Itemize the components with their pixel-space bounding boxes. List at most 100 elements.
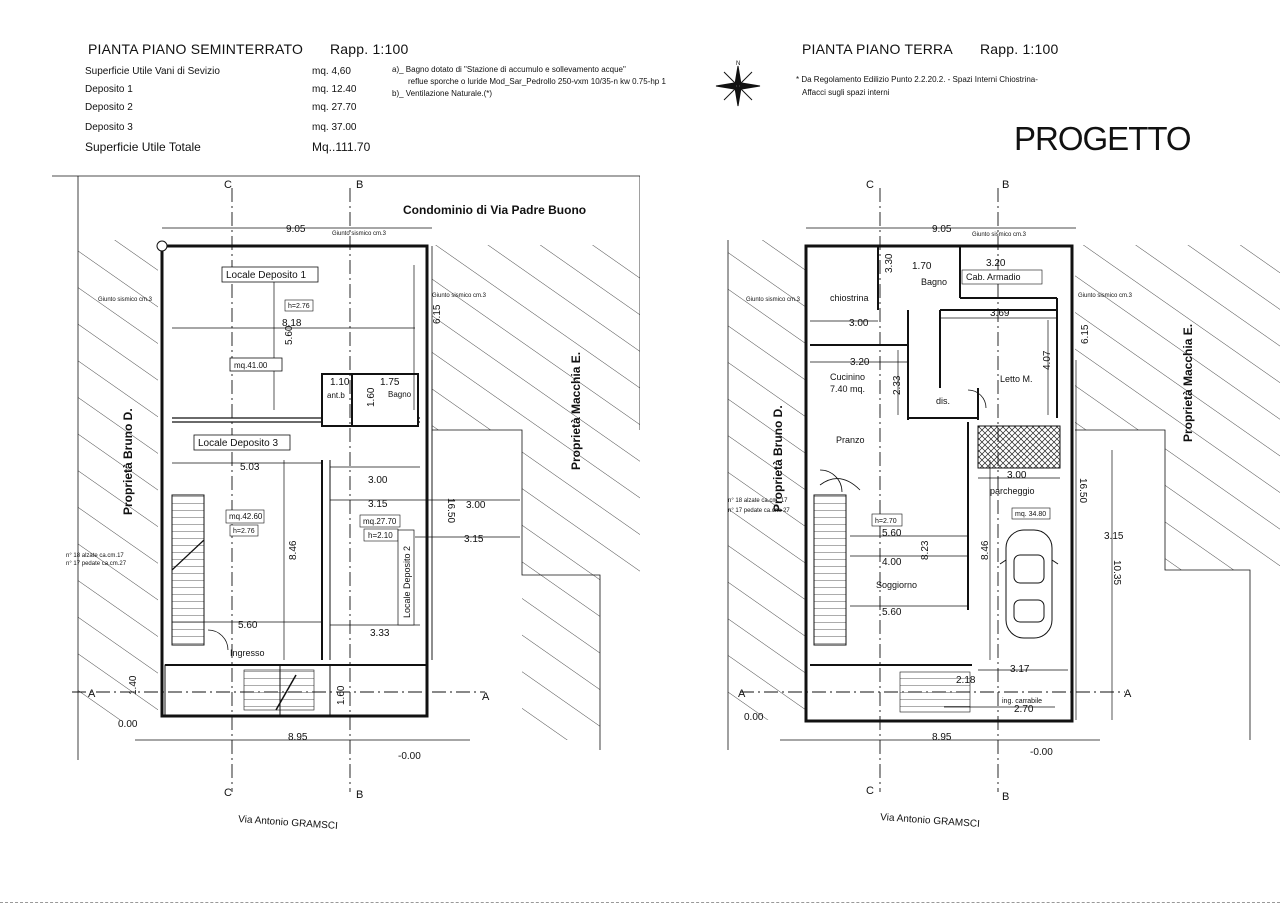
right-plan-scale: Rapp. 1:100 xyxy=(980,41,1059,57)
dim-minus-000-right: -0.00 xyxy=(1030,747,1053,758)
area-dep2: mq.27.70 xyxy=(363,517,397,526)
room-bagno-right: Bagno xyxy=(921,277,947,287)
dim-560-v: 5.60 xyxy=(284,325,295,345)
right-plan-title: PIANTA PIANO TERRA xyxy=(802,41,953,57)
sec-a-right-1: A xyxy=(738,688,746,700)
dim-170: 1.70 xyxy=(912,261,932,272)
room-chiostrina: chiostrina xyxy=(830,293,869,303)
sec-b-bottom-right: B xyxy=(1002,791,1009,803)
sec-c-bottom-right: C xyxy=(866,785,874,797)
progetto-label: PROGETTO xyxy=(1014,120,1192,157)
room-dis: dis. xyxy=(936,396,950,406)
dim-895-right: 8.95 xyxy=(932,732,952,743)
area-dep3: mq.42.60 xyxy=(229,512,263,521)
dim-369: 3.69 xyxy=(990,308,1010,319)
dim-560b: 5.60 xyxy=(882,607,902,618)
carrabile-label: ing. carrabile xyxy=(1002,698,1042,705)
dim-846-right: 8.46 xyxy=(980,540,991,560)
dim-000: 0.00 xyxy=(118,719,138,730)
left-note-a2: reflue sporche o luride Mod_Sar_Pedrollo… xyxy=(408,77,666,86)
h-dep1: h=2.76 xyxy=(288,303,310,310)
ingresso-label: Ingresso xyxy=(230,648,265,658)
svg-text:N: N xyxy=(736,61,740,67)
area-row-4-label: Deposito 3 xyxy=(85,122,133,133)
dim-160b: 1.60 xyxy=(336,685,347,705)
dim-160: 1.60 xyxy=(366,387,377,407)
dim-300: 3.00 xyxy=(368,475,388,486)
sec-c-bottom-left: C xyxy=(224,787,232,799)
dim-330: 3.30 xyxy=(884,253,895,273)
room-deposito-3: Locale Deposito 3 xyxy=(198,438,278,449)
left-note-b: b)_ Ventilazione Naturale.(*) xyxy=(392,89,493,98)
left-plan-title: PIANTA PIANO SEMINTERRATO xyxy=(88,41,304,57)
dim-905-left: 9.05 xyxy=(286,224,306,235)
dim-320: 3.20 xyxy=(986,258,1006,269)
dim-407: 4.07 xyxy=(1042,350,1053,370)
dim-175: 1.75 xyxy=(380,377,400,388)
area-row-1-value: mq. 4,60 xyxy=(312,66,351,77)
sec-a-left-2: A xyxy=(482,691,490,703)
h-dep2: h=2.10 xyxy=(368,531,393,540)
dim-minus-000: -0.00 xyxy=(398,751,421,762)
area-row-4-value: mq. 37.00 xyxy=(312,122,357,133)
sec-c-top-right: C xyxy=(866,179,874,191)
dim-1035: 10.35 xyxy=(1111,560,1122,585)
dim-905-right: 9.05 xyxy=(932,224,952,235)
dim-233: 2.33 xyxy=(892,375,903,395)
hatch-prop-bruno xyxy=(78,240,158,720)
prop-bruno-right: Proprietà Bruno D. xyxy=(771,405,785,512)
room-pranzo: Pranzo xyxy=(836,435,865,445)
area-row-2-label: Deposito 1 xyxy=(85,84,133,95)
dim-317: 3.17 xyxy=(1010,664,1030,675)
giunto-left-2: Giunto sismico cm.3 xyxy=(332,231,387,237)
giunto-right-2: Giunto sismico cm.3 xyxy=(972,232,1027,238)
left-note-a: a)_ Bagno dotato di "Stazione di accumul… xyxy=(392,65,626,74)
street-right: Via Antonio GRAMSCI xyxy=(880,812,980,830)
dim-1650: 16.50 xyxy=(445,498,456,523)
room-cucinino: Cucinino xyxy=(830,372,865,382)
street-left: Via Antonio GRAMSCI xyxy=(238,814,338,832)
sec-b-bottom-left: B xyxy=(356,789,363,801)
room-deposito-2: Locale Deposito 2 xyxy=(402,546,412,618)
left-building-outline xyxy=(160,244,429,718)
stairs-note-right-1: n° 18 alzate ca.cm. 17 xyxy=(728,498,788,504)
right-note-2: Affacci sugli spazi interni xyxy=(802,88,890,97)
dim-320b: 3.20 xyxy=(850,357,870,368)
stairs-note-left-2: n° 17 pedate ca.cm.27 xyxy=(66,561,127,567)
h-right: h=2.70 xyxy=(875,518,897,525)
sec-b-top-right: B xyxy=(1002,179,1009,191)
giunto-left-1: Giunto sismico cm.3 xyxy=(98,297,153,303)
left-plan-scale: Rapp. 1:100 xyxy=(330,41,409,57)
dim-270: 2.70 xyxy=(1014,704,1034,715)
dim-503: 5.03 xyxy=(240,462,260,473)
h-dep3: h=2.76 xyxy=(233,528,255,535)
area-row-2-value: mq. 12.40 xyxy=(312,84,357,95)
dim-846: 8.46 xyxy=(288,540,299,560)
sec-a-right-2: A xyxy=(1124,688,1132,700)
stairs-note-left-1: n° 18 alzate ca.cm.17 xyxy=(66,553,124,559)
area-row-3-value: mq. 27.70 xyxy=(312,102,357,113)
prop-bruno-left: Proprietà Bruno D. xyxy=(121,408,135,515)
dim-000-right: 0.00 xyxy=(744,712,764,723)
area-dep1: mq.41.00 xyxy=(234,361,268,370)
dim-615-right: 6.15 xyxy=(1080,324,1091,344)
left-floor-plan: 9.05 8.18 5.60 1.10 1.75 1.60 5.03 3.00 … xyxy=(52,175,640,832)
condominio-label: Condominio di Via Padre Buono xyxy=(403,203,586,217)
dim-315-right: 3.15 xyxy=(1104,531,1124,542)
dim-140: 1.40 xyxy=(128,675,139,695)
area-parcheggio: mq. 34.80 xyxy=(1015,511,1046,518)
giunto-right-1: Giunto sismico cm.3 xyxy=(746,297,801,303)
dim-560-right: 5.60 xyxy=(882,528,902,539)
area-row-1-label: Superficie Utile Vani di Sevizio xyxy=(85,66,220,77)
giunto-left-3: Giunto sismico cm.3 xyxy=(432,293,487,299)
dim-823: 8.23 xyxy=(920,540,931,560)
dim-218: 2.18 xyxy=(956,675,976,686)
room-cucinino-area: 7.40 mq. xyxy=(830,384,865,394)
antib-label: ant.b xyxy=(327,391,345,400)
dim-300-right: 3.00 xyxy=(849,318,869,329)
dim-315b: 3.15 xyxy=(464,534,484,545)
room-parcheggio: parcheggio xyxy=(990,486,1035,496)
dim-315: 3.15 xyxy=(368,499,388,510)
room-deposito-1: Locale Deposito 1 xyxy=(226,270,306,281)
area-row-3-label: Deposito 2 xyxy=(85,102,133,113)
